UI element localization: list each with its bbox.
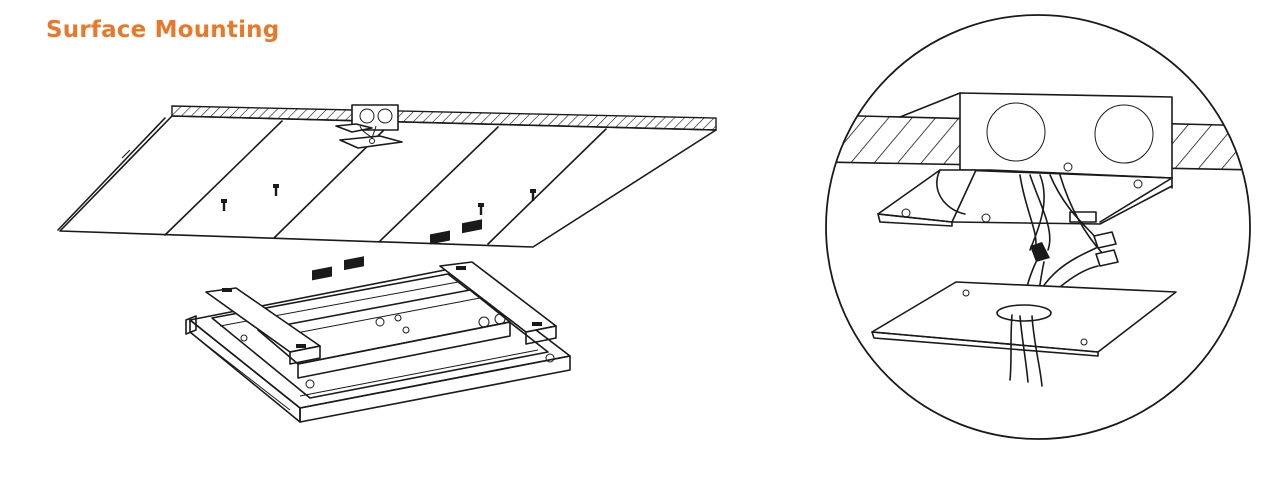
- light-fixture: [185, 219, 571, 423]
- vent-slots: [312, 219, 482, 281]
- wires-below: [1009, 314, 1043, 387]
- page-title: Surface Mounting: [46, 17, 280, 43]
- ceiling-panel: [57, 105, 717, 248]
- surface-mount-overview-icon: [57, 104, 717, 423]
- mounting-screws: [221, 184, 536, 215]
- junction-box-small: [335, 104, 403, 149]
- junction-box-detail-icon: [825, 14, 1251, 440]
- junction-box: [877, 92, 1173, 227]
- mounting-plate: [871, 281, 1177, 357]
